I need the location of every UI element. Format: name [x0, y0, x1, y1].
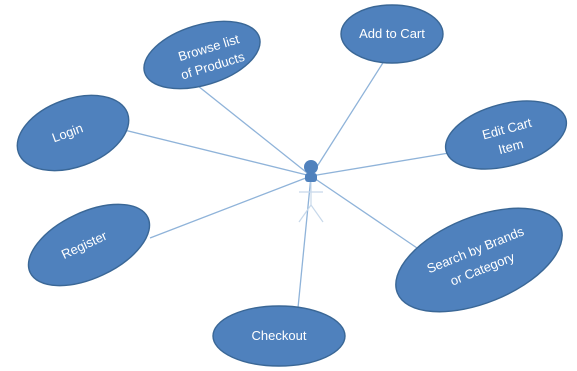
use-case-ellipse: [444, 100, 568, 170]
use-case-register[interactable]: Register: [16, 188, 162, 303]
use-case-ellipse: [143, 20, 261, 90]
use-case-checkout[interactable]: Checkout: [212, 305, 346, 367]
use-case-login[interactable]: Login: [7, 81, 139, 185]
actor-figure: [298, 160, 324, 223]
connector-edit-cart-item: [310, 152, 450, 177]
actor-head: [304, 160, 318, 174]
connector-search: [310, 175, 421, 251]
actor-left-leg: [298, 204, 312, 223]
connectors: [119, 57, 450, 319]
actor-right-leg: [310, 204, 324, 223]
use-case-label-line-2: Item: [497, 136, 525, 157]
use-case-browse-products[interactable]: Browse list of Products: [136, 9, 268, 101]
use-case-edit-cart-item[interactable]: Edit Cart Item: [438, 89, 574, 181]
connector-add-to-cart: [310, 57, 387, 177]
use-case-ellipse: [212, 305, 346, 367]
use-case-ellipse: [395, 207, 563, 313]
connector-checkout: [296, 175, 312, 319]
use-case-add-to-cart[interactable]: Add to Cart: [340, 4, 444, 64]
use-case-ellipse: [27, 203, 151, 287]
use-case-label: Checkout: [252, 328, 307, 343]
use-case-label: Add to Cart: [359, 26, 425, 41]
use-case-search[interactable]: Search by Brands or Category: [381, 187, 576, 333]
connector-register: [149, 175, 312, 239]
connector-login: [119, 128, 312, 177]
use-case-ellipse: [340, 4, 444, 64]
connector-browse: [192, 81, 312, 177]
actor-body: [305, 173, 317, 182]
use-case-ellipse: [16, 94, 130, 172]
